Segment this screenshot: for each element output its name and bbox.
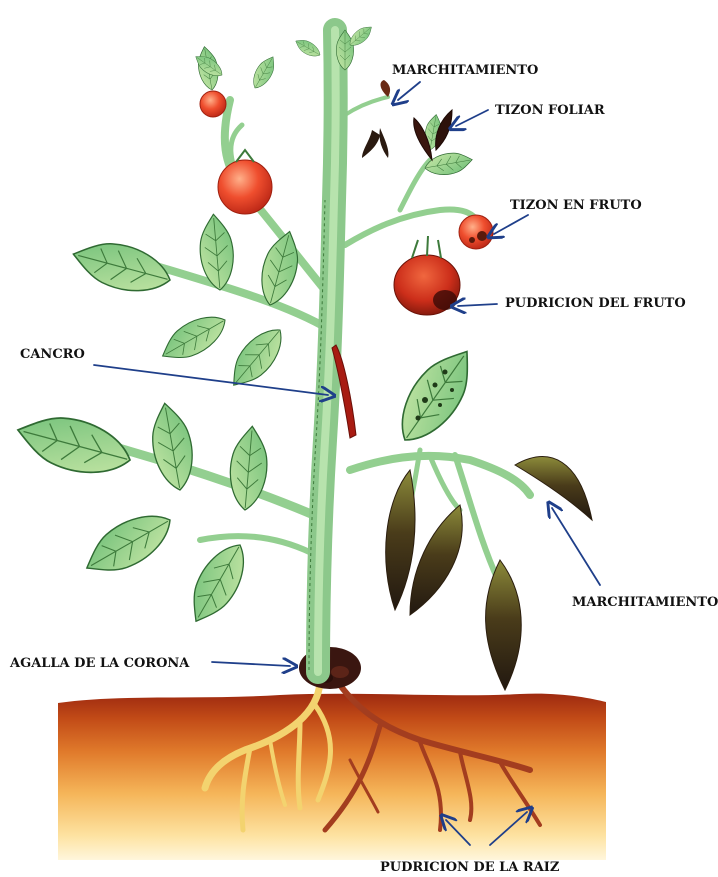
arrow-agalla-de-la-corona — [212, 662, 290, 666]
wilted-leaves — [386, 457, 592, 690]
label-pudricion-del-fruto: PUDRICION DEL FRUTO — [505, 296, 686, 311]
label-marchitamiento-right: MARCHITAMIENTO — [572, 595, 718, 610]
main-stem — [309, 30, 336, 672]
arrow-cancro — [94, 365, 328, 395]
arrow-tizon-en-fruto — [494, 215, 528, 234]
label-tizon-foliar: TIZON FOLIAR — [495, 103, 605, 118]
label-pudricion-de-la-raiz: PUDRICION DE LA RAIZ — [380, 860, 560, 875]
arrow-pudricion-del-fruto — [458, 304, 497, 306]
label-marchitamiento-top: MARCHITAMIENTO — [392, 63, 538, 78]
arrow-marchitamiento-top — [398, 82, 420, 100]
arrow-marchitamiento-right — [552, 508, 600, 585]
label-agalla-de-la-corona: AGALLA DE LA CORONA — [9, 656, 190, 671]
soil — [58, 694, 606, 860]
arrow-tizon-foliar — [456, 110, 488, 126]
label-cancro: CANCRO — [20, 347, 85, 362]
spotted-leaf — [386, 338, 486, 453]
label-tizon-en-fruto: TIZON EN FRUTO — [510, 198, 642, 213]
